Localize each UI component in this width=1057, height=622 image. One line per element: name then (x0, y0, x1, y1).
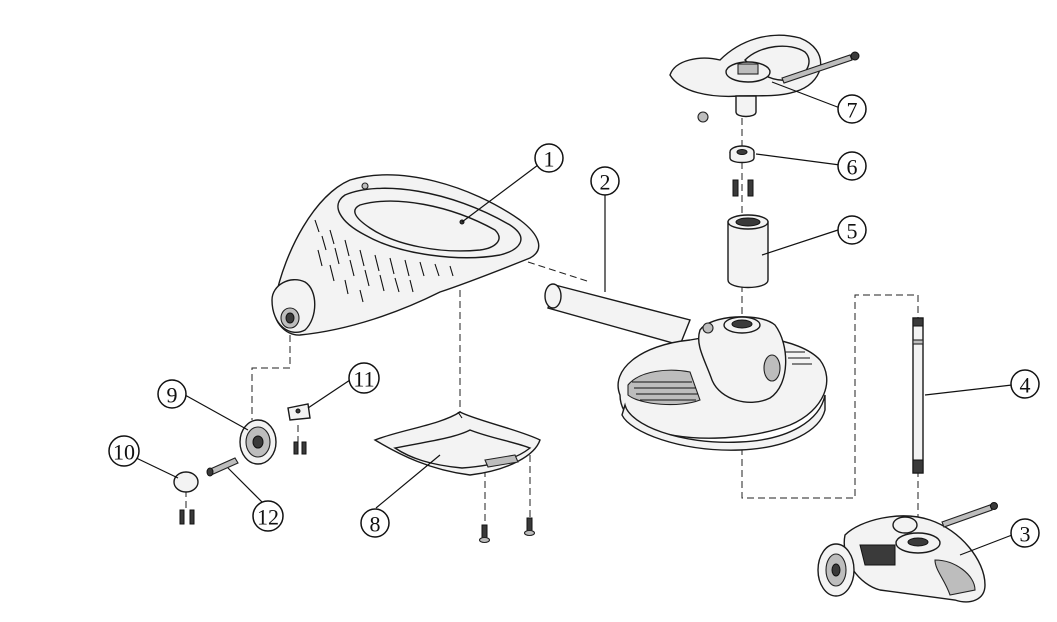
part-seat-shell (271, 174, 540, 336)
part-footrest-tray (373, 411, 541, 476)
callout-8: 8 (360, 508, 390, 538)
callout-1: 1 (534, 143, 564, 173)
callout-label-8: 8 (370, 512, 381, 537)
part-tube (544, 283, 691, 346)
part-front-caster (817, 502, 998, 603)
callout-label-3: 3 (1020, 522, 1031, 547)
callout-6: 6 (837, 151, 867, 181)
part-wheel-cap (173, 471, 199, 525)
callout-9: 9 (157, 379, 187, 409)
part-base-hub (617, 316, 828, 451)
part-bracket (287, 403, 311, 455)
callout-label-7: 7 (847, 98, 858, 123)
part-rear-wheel (239, 419, 277, 465)
part-axle (206, 457, 239, 477)
callout-label-12: 12 (257, 505, 279, 530)
callout-label-11: 11 (353, 367, 374, 392)
part-shaft (912, 317, 924, 474)
callout-label-10: 10 (113, 440, 135, 465)
callout-label-9: 9 (167, 383, 178, 408)
callout-12: 12 (252, 500, 284, 532)
part-sleeve-bolts (732, 179, 754, 197)
callout-10: 10 (108, 435, 140, 467)
callout-11: 11 (348, 362, 380, 394)
part-tray-screws (478, 517, 536, 544)
part-bearing (729, 145, 755, 164)
part-sleeve (727, 214, 769, 289)
callout-4: 4 (1010, 369, 1040, 399)
callout-label-6: 6 (847, 155, 858, 180)
callout-3: 3 (1010, 518, 1040, 548)
callout-label-1: 1 (544, 147, 555, 172)
callout-label-5: 5 (847, 219, 858, 244)
callout-5: 5 (837, 215, 867, 245)
alignment-lines (185, 118, 919, 525)
leader-lines (129, 81, 1013, 556)
callout-label-2: 2 (600, 170, 611, 195)
part-handlebar (669, 34, 860, 123)
callout-label-4: 4 (1020, 373, 1031, 398)
callout-2: 2 (590, 166, 620, 196)
callout-7: 7 (837, 94, 867, 124)
